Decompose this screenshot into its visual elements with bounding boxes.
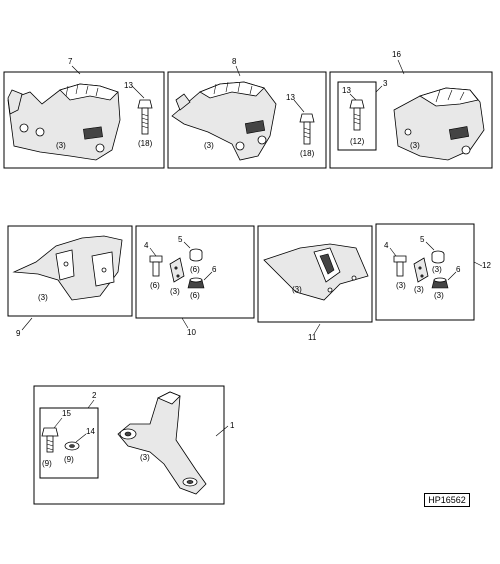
qty-6-b: (3) [434, 291, 444, 300]
callout-11: 11 [308, 333, 317, 342]
callout-4-a: 4 [144, 241, 149, 250]
qty-4-a: (6) [150, 281, 160, 290]
callout-16: 16 [392, 50, 401, 59]
callout-13-c: 13 [342, 86, 351, 95]
plate-a [169, 257, 185, 283]
bolt-13-c [349, 99, 365, 131]
callout-14: 14 [86, 427, 95, 436]
callout-6-b: 6 [456, 265, 461, 274]
bolt-13-a [137, 99, 153, 135]
plate-b [413, 257, 429, 283]
callout-3: 3 [383, 79, 388, 88]
qty-8: (3) [204, 141, 214, 150]
assembly-7: 7 (3) 13 (18) [3, 57, 165, 169]
assembly-8: 8 (3) 13 (18) [167, 57, 327, 169]
qty-5-a: (6) [190, 265, 200, 274]
arm-bracket-1 [117, 391, 207, 495]
callout-13-a: 13 [124, 81, 133, 90]
callout-9: 9 [16, 329, 21, 338]
assembly-12-frame [375, 223, 475, 321]
assembly-10-frame [135, 225, 255, 319]
figure-reference: HP16562 [424, 493, 470, 507]
callout-1: 1 [230, 421, 235, 430]
assembly-9: 9 (3) [7, 225, 133, 338]
nut-6-a [187, 277, 205, 289]
callout-8: 8 [232, 57, 237, 66]
qty-plate-a: (3) [170, 287, 180, 296]
washer-14 [64, 441, 80, 451]
callout-5-b: 5 [420, 235, 425, 244]
sub-kit-3-frame [337, 81, 377, 151]
bolt-13-b [299, 113, 315, 145]
spacer-5-a [189, 248, 203, 262]
assembly-16: 16 3 13 (12) (3) [329, 50, 493, 169]
shield-mount-7 [7, 83, 121, 161]
qty-11: (3) [292, 285, 302, 294]
qty-9: (3) [38, 293, 48, 302]
assembly-1: 1 2 15 (9) 14 (9) (3) [33, 385, 235, 505]
callout-12: 12 [482, 261, 491, 270]
qty-1: (3) [140, 453, 150, 462]
assembly-8-frame [167, 71, 327, 169]
qty-5-b: (3) [432, 265, 442, 274]
bolt-4-b [393, 255, 407, 277]
callout-6-a: 6 [212, 265, 217, 274]
assembly-10: 10 4 (6) (3) 5 (6) 6 (6) [135, 225, 255, 337]
qty-13-b: (18) [300, 149, 315, 158]
spacer-5-b [431, 250, 445, 264]
callout-2: 2 [92, 391, 97, 400]
qty-14: (9) [64, 455, 74, 464]
sub-kit-2-frame [39, 407, 99, 479]
shield-9 [12, 235, 123, 301]
callout-5-a: 5 [178, 235, 183, 244]
callout-7: 7 [68, 57, 73, 66]
qty-13-c: (12) [350, 137, 365, 146]
bolt-4-a [149, 255, 163, 277]
assembly-11: 11 (3) [257, 225, 373, 342]
callout-13-b: 13 [286, 93, 295, 102]
callout-15: 15 [62, 409, 71, 418]
shield-mount-8 [171, 81, 277, 161]
qty-16: (3) [410, 141, 420, 150]
callout-10: 10 [187, 328, 196, 337]
shield-mount-16 [393, 87, 485, 161]
callout-4-b: 4 [384, 241, 389, 250]
assembly-7-frame [3, 71, 165, 169]
assembly-11-frame [257, 225, 373, 323]
assembly-1-frame [33, 385, 225, 505]
qty-plate-b: (3) [414, 285, 424, 294]
qty-4-b: (3) [396, 281, 406, 290]
qty-7: (3) [56, 141, 66, 150]
shield-11 [263, 243, 369, 301]
assembly-16-frame [329, 71, 493, 169]
qty-15: (9) [42, 459, 52, 468]
assembly-9-frame [7, 225, 133, 317]
nut-6-b [431, 277, 449, 289]
qty-13-a: (18) [138, 139, 153, 148]
qty-6-a: (6) [190, 291, 200, 300]
bolt-15 [41, 427, 59, 453]
assembly-12: 12 4 (3) (3) 5 (3) 6 (3) [375, 223, 491, 321]
